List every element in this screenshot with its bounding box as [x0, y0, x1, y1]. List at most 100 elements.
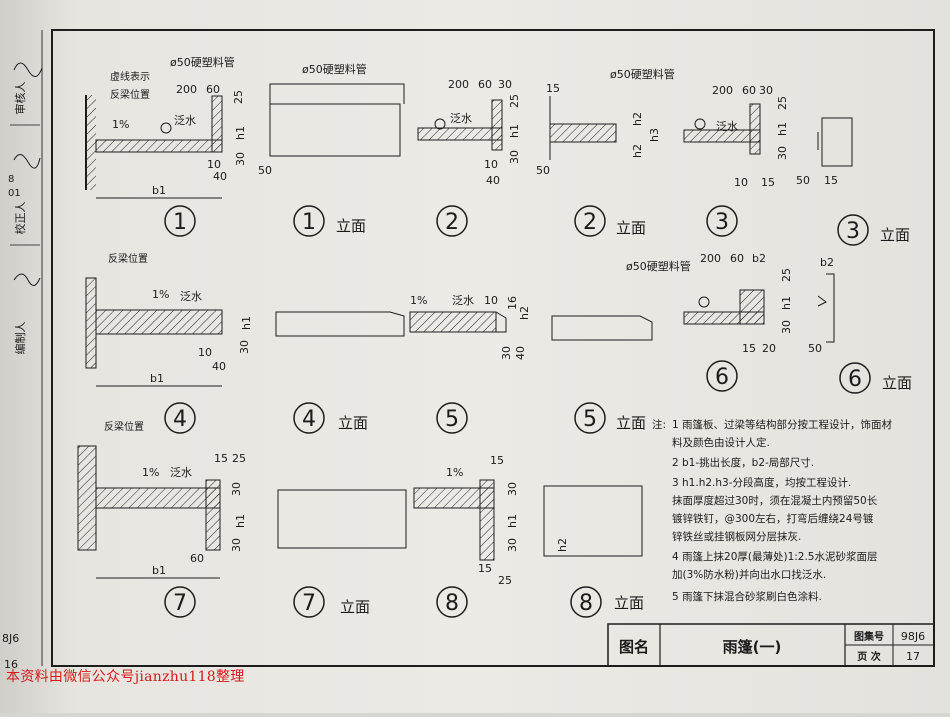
title-name-label: 图名: [619, 638, 649, 656]
dim-15: 15: [478, 562, 492, 575]
elevation-outline: [277, 489, 407, 549]
pipe-leader: [269, 83, 405, 104]
dim-60: 60: [478, 78, 492, 91]
figure-number: 7: [173, 591, 187, 616]
wall-hatch: [86, 95, 96, 190]
side-fragment: 01: [8, 188, 21, 199]
dim-40: 40: [213, 170, 227, 183]
dim-h3: h3: [648, 128, 661, 142]
dim-h2: h2: [518, 306, 531, 320]
note-fanliang: 反梁位置: [110, 88, 150, 101]
dim-10: 10: [484, 158, 498, 171]
dim-50: 50: [258, 164, 272, 177]
elevation-notch: [817, 295, 827, 307]
note-line: 抹面厚度超过30时，须在混凝土内预留50长: [672, 494, 878, 507]
drip-edge: [495, 311, 507, 333]
dim-b1: b1: [150, 372, 164, 385]
side-fragment: 8J6: [2, 632, 19, 645]
dim-40: 40: [486, 174, 500, 187]
slope-5: 1%: [410, 294, 427, 307]
dim-20: 20: [762, 342, 776, 355]
dim-30: 30: [238, 340, 251, 354]
figure-circle: [293, 402, 325, 434]
elevation-face: [269, 103, 401, 157]
atlas-label: 图集号: [854, 630, 884, 643]
drain-pipe: [160, 122, 172, 134]
drain-pipe: [698, 296, 710, 308]
figure-number: 1: [173, 210, 187, 235]
note-line: 加(3%防水粉)并向出水口找泛水.: [672, 568, 826, 581]
elevation-label: 立面: [616, 219, 646, 237]
dim-15: 15: [761, 176, 775, 189]
elevation-detail-8: h2: [543, 485, 643, 557]
note-line: 3 h1.h2.h3-分段高度，均按工程设计.: [672, 476, 851, 489]
elevation-label: 立面: [340, 598, 370, 616]
signature-mark: [13, 273, 41, 286]
dim-30: 30: [780, 320, 793, 334]
figure-number: 2: [583, 210, 597, 235]
note-pipe: ø50硬塑料管: [626, 259, 691, 273]
upstand-section: [491, 99, 503, 151]
section-detail-4: 反梁位置 1% 泛水 h1 30 10 40 b1: [85, 252, 253, 387]
watermark-text: 本资料由微信公众号jianzhu118整理: [6, 669, 245, 685]
slope-1: 1%: [112, 118, 129, 131]
dim-30: 30: [508, 150, 521, 164]
dim-15: 15: [546, 82, 560, 95]
dim-h2: h2: [556, 538, 569, 552]
dim-50: 50: [796, 174, 810, 187]
notes-prefix: 注:: [652, 418, 666, 431]
figure-circle: [570, 586, 602, 618]
upstand-section: [205, 479, 221, 551]
figure-number: 5: [445, 407, 459, 432]
dim-h1: h1: [780, 296, 793, 310]
section-detail-3: ø50硬塑料管 200 60 30 25 h1 30 泛水 10 15: [610, 67, 789, 189]
dim-40: 40: [514, 346, 527, 360]
dim-30: 30: [776, 146, 789, 160]
drain-pipe: [434, 118, 446, 130]
dim-60: 60: [730, 252, 744, 265]
elevation-outline: [275, 311, 405, 337]
elevation-label: 立面: [880, 226, 910, 244]
upstand-section: [739, 289, 765, 325]
elevation-detail-1: ø50硬塑料管 50: [258, 62, 405, 177]
figure-number: 4: [173, 407, 187, 432]
figure-number: 8: [445, 591, 459, 616]
drain-pipe: [694, 118, 706, 130]
section-detail-6: ø50硬塑料管 200 60 b2 25 h1 30 15 20: [626, 252, 793, 355]
figure-number: 2: [445, 210, 459, 235]
section-detail-2: 200 60 30 25 h1 30 泛水 10 40: [417, 78, 521, 187]
signature-mark: [13, 154, 41, 169]
figure-number: 4: [302, 407, 316, 432]
side-fragment: 8: [8, 174, 14, 185]
slab-section: [417, 127, 503, 141]
dim-10: 10: [198, 346, 212, 359]
upstand-section: [211, 95, 223, 153]
note-line: 5 雨篷下抹混合砂浆刷白色涂料.: [672, 590, 822, 603]
dim-200: 200: [712, 84, 733, 97]
figure-circle: [164, 586, 196, 618]
dim-15: 15: [824, 174, 838, 187]
section-detail-7: 反梁位置 1% 泛水 15 25 30 h1 30 60 b1: [77, 420, 247, 579]
fanshui-3: 泛水: [716, 120, 738, 133]
title-block: 图名 雨篷(一) 图集号 98J6 页 次 17: [607, 623, 935, 667]
elevation-outline: [821, 117, 853, 167]
sidebar: 审核人 校正人 编制人 8 01 8J6 16: [2, 62, 43, 671]
dim-50: 50: [536, 164, 550, 177]
sheet-frame: [51, 29, 935, 667]
dim-25: 25: [780, 268, 793, 282]
slope-8: 1%: [446, 466, 463, 479]
dim-30: 30: [230, 538, 243, 552]
wall-hatch: [85, 277, 97, 369]
figure-circle: [293, 586, 325, 618]
elevation-face: [549, 123, 617, 143]
side-label-checker: 校正人: [13, 202, 27, 235]
figure-circle: [706, 360, 738, 392]
dim-30: 30: [230, 482, 243, 496]
figure-circle: [164, 205, 196, 237]
figure-circle: [837, 214, 869, 246]
note-dash: 虚线表示: [110, 70, 150, 83]
elevation-label: 立面: [616, 414, 646, 432]
dim-10: 10: [207, 158, 221, 171]
dim-b1: b1: [152, 184, 166, 197]
dim-16: 16: [506, 296, 519, 310]
